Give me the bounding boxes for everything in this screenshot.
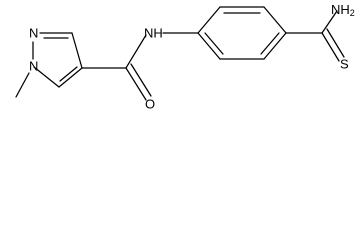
amide-group: [81, 32, 199, 101]
atom-label-n1: N: [29, 59, 38, 74]
bond-thiocarbon-s-b: [326, 28, 345, 58]
atom-label-s: S: [340, 57, 349, 72]
thioamide-group: [285, 10, 345, 62]
bond-ar-4-5-inner: [260, 32, 280, 55]
bond-ar-6-1: [197, 32, 221, 60]
bond-carbonyl-o-b: [130, 63, 152, 97]
bond-ar-1-2: [197, 6, 221, 34]
atom-label-n2: N: [29, 26, 38, 41]
bond-carbonyl-o-a: [125, 67, 147, 101]
bond-c4-c3: [71, 32, 83, 69]
pyrazole-ring: [32, 32, 83, 88]
bond-n1-methyl: [15, 72, 30, 98]
chemical-structure-diagram: N N NH O NH2 S: [15, 2, 355, 112]
atom-label-nh2: NH2: [331, 2, 355, 19]
benzene-ring: [197, 6, 287, 60]
atom-label-nh2-subscript: 2: [350, 8, 355, 18]
atom-label-amide-nh: NH: [144, 26, 163, 41]
bond-ar-6-1-inner: [204, 32, 224, 55]
atom-label-carbonyl-o: O: [145, 97, 155, 112]
bond-thiocarbon-nh2: [321, 10, 338, 34]
atom-label-nh2-main: NH: [331, 2, 350, 17]
bond-ar-4-5: [263, 32, 287, 60]
bond-ar-3-4: [263, 6, 287, 34]
bond-carbonyl-nh: [125, 34, 147, 69]
bond-c5-c4-inner: [59, 66, 78, 82]
bond-thiocarbon-s-a: [321, 32, 340, 62]
bond-n1-c5: [33, 66, 60, 88]
bond-c5-c4: [58, 67, 83, 88]
